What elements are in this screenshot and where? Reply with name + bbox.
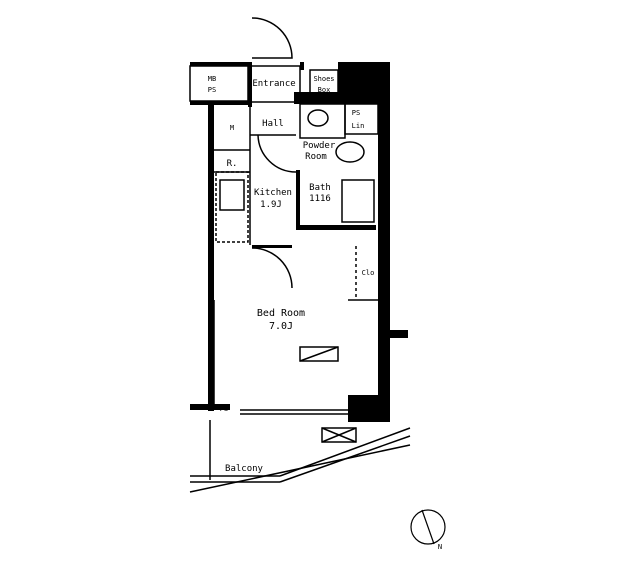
interior-lines (189, 17, 411, 493)
powder-room-label-2: Room (305, 152, 327, 162)
shoes-box-label-2: Box (318, 86, 331, 94)
bath-size-label: 1116 (309, 194, 331, 204)
mb-label: MB (208, 75, 216, 83)
compass-label: N (438, 543, 442, 551)
balcony-label: Balcony (225, 464, 264, 474)
hall-label: Hall (262, 119, 284, 129)
shoes-box-label: Shoes (313, 75, 334, 83)
bath-label: Bath (309, 183, 331, 193)
entrance-label: Entrance (252, 79, 295, 89)
kitchen-label: Kitchen (254, 188, 292, 198)
compass-needle-icon (421, 509, 435, 545)
r-label: R. (227, 159, 238, 169)
closet-label: Clo (362, 269, 375, 277)
bed-room-label: Bed Room (257, 308, 305, 319)
ps-label: PS (352, 109, 360, 117)
powder-room-label: Powder (303, 141, 336, 151)
compass: N (410, 509, 446, 551)
kitchen-size-label: 1.9J (260, 200, 282, 210)
room-labels: MB PS Entrance Shoes Box Hall M R. PS Li… (208, 75, 375, 474)
m-label: M (230, 124, 234, 132)
balcony-ps-label: PS (220, 405, 228, 413)
mb-ps-label: PS (208, 86, 216, 94)
lin-label: Lin (352, 122, 365, 130)
compass-circle (410, 509, 446, 545)
bed-room-size-label: 7.0J (269, 321, 293, 332)
